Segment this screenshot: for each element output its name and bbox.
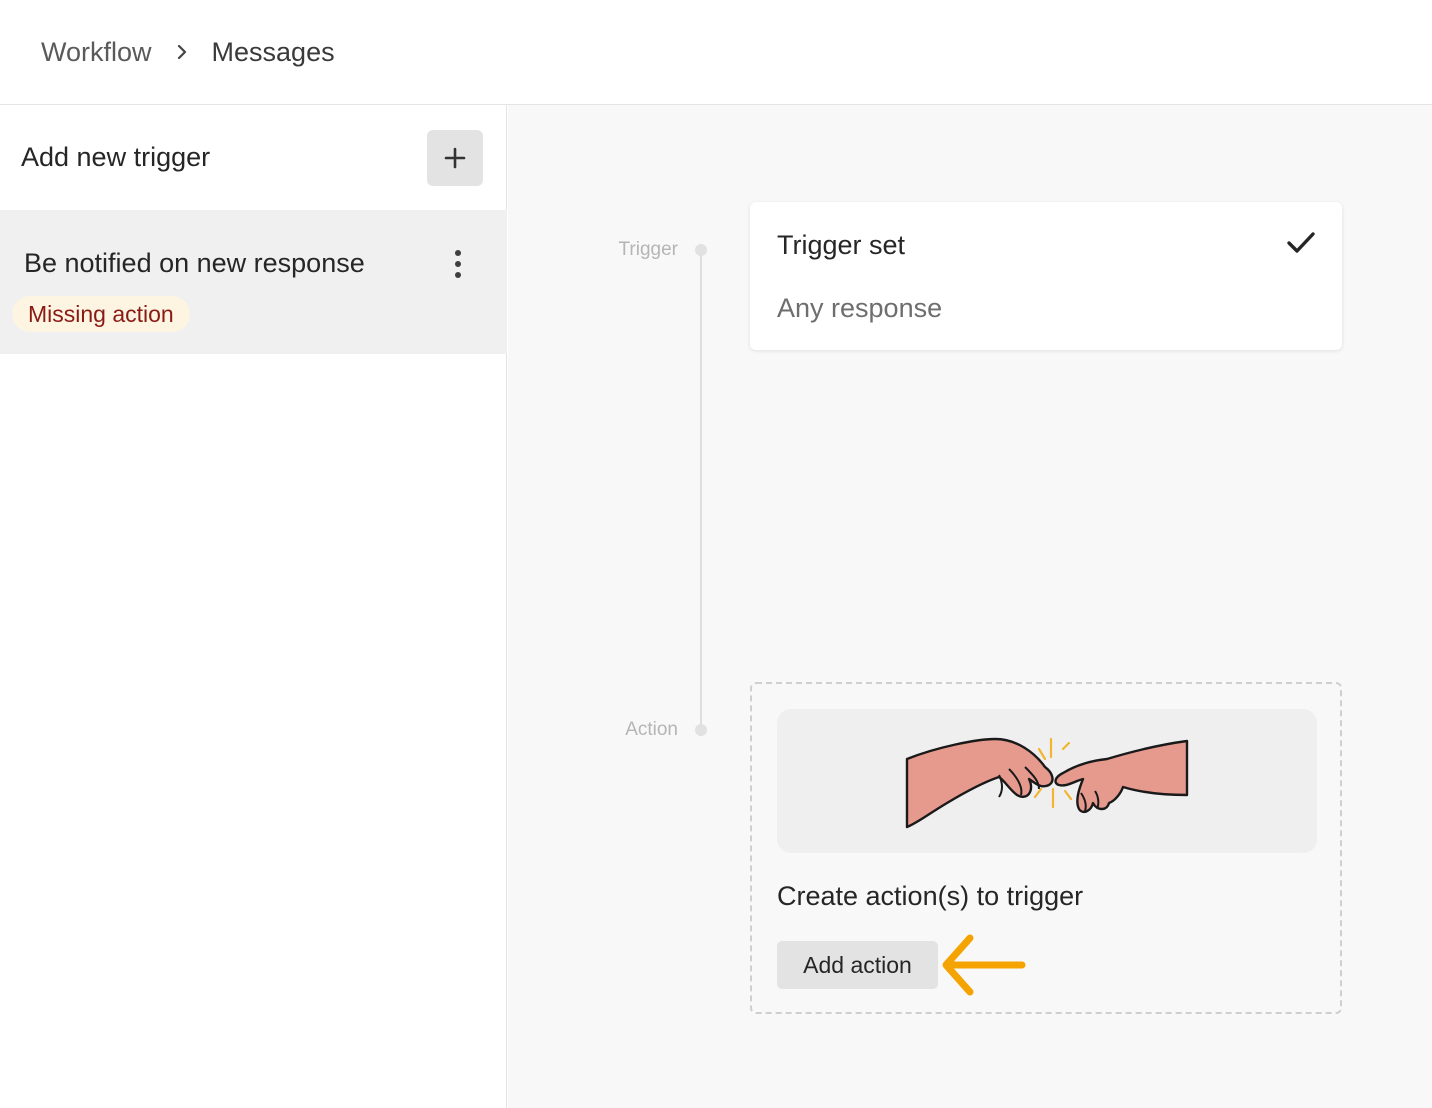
add-trigger-button[interactable]: [427, 129, 483, 186]
timeline-label-trigger: Trigger: [618, 239, 678, 260]
sidebar-title: Add new trigger: [21, 142, 211, 172]
breadcrumb-messages: Messages: [211, 36, 335, 67]
trigger-card[interactable]: Trigger set Any response: [750, 202, 1342, 350]
status-badge: Missing action: [12, 296, 190, 332]
trigger-name: Be notified on new response: [24, 248, 365, 278]
timeline-label-action: Action: [625, 719, 678, 740]
plus-icon: [444, 147, 466, 168]
arrow-left-icon: [942, 934, 1026, 996]
sidebar-header: Add new trigger: [0, 105, 506, 210]
add-action-button[interactable]: Add action: [777, 941, 938, 989]
checkmark-icon: [1287, 232, 1315, 253]
action-card-title: Create action(s) to trigger: [777, 881, 1084, 911]
timeline-connector: [700, 250, 702, 730]
chevron-right-icon: [176, 43, 188, 61]
breadcrumb: Workflow Messages: [0, 0, 1432, 105]
trigger-card-value: Any response: [777, 293, 943, 323]
trigger-card-title: Trigger set: [777, 230, 906, 260]
kebab-menu-icon[interactable]: [446, 248, 470, 280]
trigger-timeline-dot: [695, 244, 707, 256]
reaching-hands-illustration: [777, 709, 1317, 853]
sidebar: Add new trigger Be notified on new respo…: [0, 105, 507, 1108]
breadcrumb-workflow[interactable]: Workflow: [41, 36, 152, 67]
action-timeline-dot: [695, 724, 707, 736]
trigger-list-item[interactable]: Be notified on new response Missing acti…: [0, 210, 507, 354]
action-card: Create action(s) to trigger Add action: [750, 682, 1342, 1014]
